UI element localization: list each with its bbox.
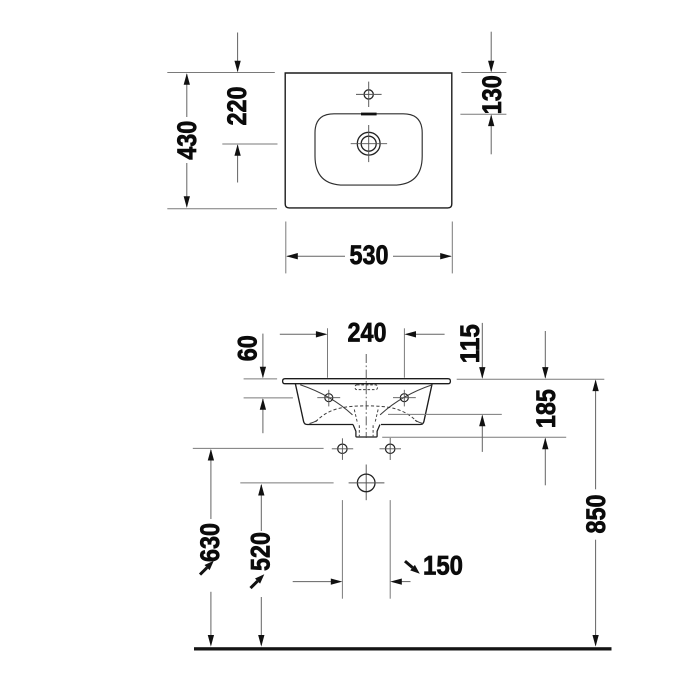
svg-text:130: 130 bbox=[477, 75, 507, 114]
svg-text:850: 850 bbox=[581, 495, 611, 534]
svg-text:60: 60 bbox=[233, 335, 263, 361]
svg-text:520: 520 bbox=[246, 532, 276, 571]
svg-text:430: 430 bbox=[172, 121, 202, 160]
svg-text:630: 630 bbox=[195, 523, 225, 562]
svg-text:530: 530 bbox=[350, 240, 389, 270]
svg-text:185: 185 bbox=[531, 389, 561, 428]
svg-text:220: 220 bbox=[222, 87, 252, 126]
svg-text:115: 115 bbox=[455, 324, 485, 363]
svg-text:150: 150 bbox=[423, 551, 463, 581]
svg-text:240: 240 bbox=[348, 318, 387, 348]
